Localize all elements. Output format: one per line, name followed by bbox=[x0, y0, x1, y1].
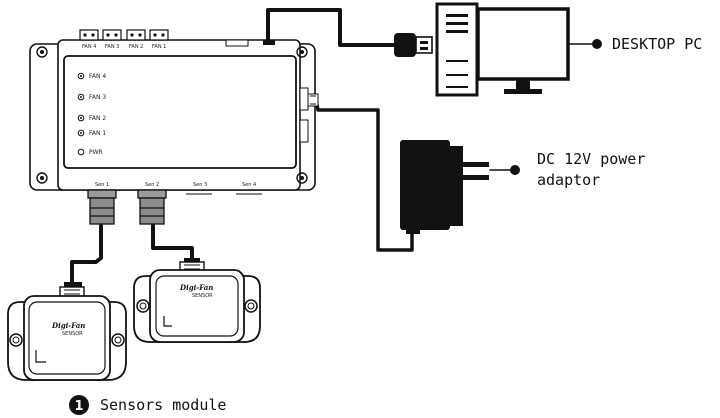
sensor-brand-label: Digi-Fan bbox=[179, 283, 213, 292]
pc-connector-dot bbox=[592, 39, 602, 49]
fan-port-label: FAN 3 bbox=[105, 44, 119, 50]
sensor-module-2: Digi-Fan SENSOR bbox=[133, 258, 261, 343]
screw-hole bbox=[296, 172, 308, 184]
led-label: FAN 3 bbox=[89, 94, 106, 101]
sensor-cable-1 bbox=[70, 224, 103, 287]
usb-plug bbox=[394, 33, 433, 57]
usb-cable bbox=[266, 8, 400, 47]
sensor-model-label: SENSOR bbox=[192, 293, 213, 299]
desktop-pc-label: DESKTOP PC bbox=[612, 35, 703, 53]
side-connector bbox=[299, 119, 309, 143]
led-label: FAN 1 bbox=[89, 130, 106, 137]
led-label: FAN 4 bbox=[89, 73, 106, 80]
power-cable bbox=[314, 98, 414, 252]
sensor-port-label: Sen 3 bbox=[193, 182, 207, 188]
sensor-brand-label: Digi-Fan bbox=[51, 321, 85, 330]
side-connector bbox=[299, 87, 309, 111]
sensor-model-label: SENSOR bbox=[62, 331, 83, 337]
sensors-number: 1 bbox=[74, 399, 83, 414]
usb-port bbox=[225, 39, 249, 47]
power-adaptor-icon bbox=[400, 140, 489, 234]
fan-port-label: FAN 4 bbox=[82, 44, 96, 50]
led-label: PWR bbox=[89, 149, 103, 156]
sensor-module-1: Digi-Fan SENSOR bbox=[7, 282, 127, 381]
fan-port-terminal bbox=[79, 29, 169, 41]
sensors-number-badge bbox=[69, 395, 89, 415]
screw-hole bbox=[36, 172, 48, 184]
fan-port-label: FAN 2 bbox=[129, 44, 143, 50]
led-label: FAN 2 bbox=[89, 115, 106, 122]
fan-port-label: FAN 1 bbox=[152, 44, 166, 50]
sensor-plug bbox=[87, 189, 117, 225]
sensor-port-label: Sen 1 bbox=[95, 182, 109, 188]
sensors-module-label: Sensors module bbox=[100, 396, 227, 414]
sensor-port-label: Sen 4 bbox=[242, 182, 256, 188]
sensor-cable-2 bbox=[151, 222, 194, 264]
screw-hole bbox=[36, 46, 48, 58]
power-adaptor-label-line2: adaptor bbox=[537, 171, 601, 189]
controller-box: FAN 4 FAN 3 FAN 2 FAN 1 FAN 4 FAN 3 FAN … bbox=[29, 29, 319, 195]
power-adaptor-label-line1: DC 12V power bbox=[537, 150, 646, 168]
sensor-plug bbox=[137, 189, 167, 225]
desktop-pc-icon bbox=[435, 2, 570, 97]
sensor-port-label: Sen 2 bbox=[145, 182, 159, 188]
adaptor-connector-dot bbox=[510, 165, 520, 175]
screw-hole bbox=[296, 46, 308, 58]
